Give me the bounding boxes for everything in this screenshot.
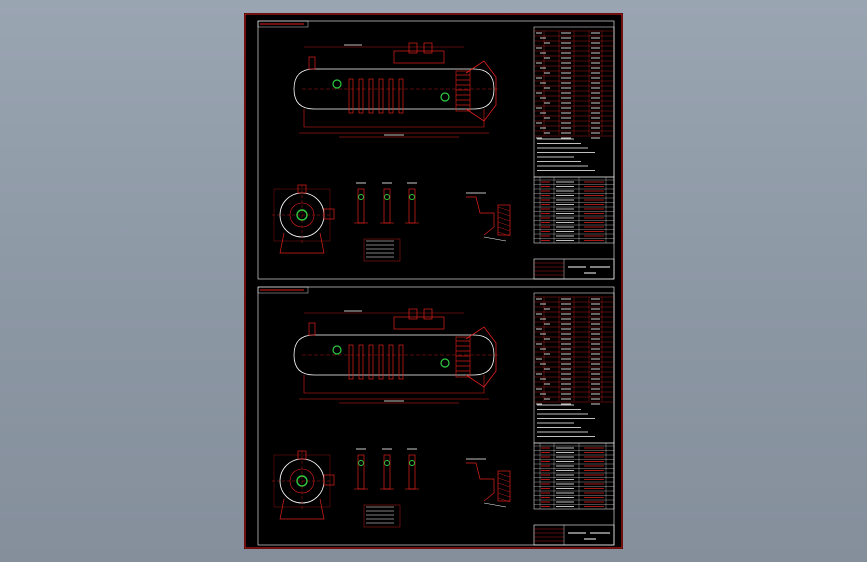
vessel-end-view <box>272 184 335 254</box>
top-nozzle <box>308 322 316 336</box>
weld-hatch <box>497 497 511 503</box>
weld-hatch <box>497 226 511 232</box>
right-head-flange <box>465 326 497 388</box>
weld-leader <box>483 236 507 242</box>
internal-tube <box>348 344 354 380</box>
vessel-shell <box>293 68 495 110</box>
detail-views <box>354 448 419 528</box>
dome <box>393 316 445 330</box>
detail-a-ring <box>358 194 364 200</box>
weld-detail <box>466 458 511 508</box>
weld-hatch <box>497 221 511 227</box>
title-strip <box>257 286 309 294</box>
internal-tube <box>388 344 394 380</box>
flange-body <box>455 336 471 378</box>
parts-list-box <box>363 504 401 528</box>
weld-hatch <box>497 206 511 212</box>
detail-b-ring <box>384 194 390 200</box>
title-strip <box>257 20 309 28</box>
vessel-elevation <box>293 42 500 138</box>
weld-hatch <box>497 477 511 483</box>
top-nozzle <box>423 308 433 320</box>
internal-tube <box>368 344 374 380</box>
end-view-side-nozzle <box>323 474 335 486</box>
detail-b-ring <box>384 460 390 466</box>
internal-tube <box>358 78 364 114</box>
detail-c-ring <box>409 460 415 466</box>
end-view-saddle <box>279 498 325 520</box>
drawing-sheet[interactable] <box>244 13 623 549</box>
vessel-end-view <box>272 450 335 520</box>
vessel-elevation <box>293 308 500 404</box>
end-view-side-nozzle <box>323 208 335 220</box>
weld-hatch <box>497 231 511 237</box>
manhole <box>440 358 450 368</box>
dome <box>393 50 445 64</box>
top-nozzle <box>423 42 433 54</box>
manhole <box>440 92 450 102</box>
vessel-shell <box>293 334 495 376</box>
internal-tube <box>348 78 354 114</box>
weld-hatch <box>497 482 511 488</box>
detail-views <box>354 182 419 262</box>
weld-hatch <box>497 472 511 478</box>
detail-c-ring <box>409 194 415 200</box>
sheet-lower[interactable] <box>257 286 615 546</box>
top-nozzle <box>408 42 418 54</box>
weld-hatch <box>497 211 511 217</box>
detail-a-ring <box>358 460 364 466</box>
internal-tube <box>398 344 404 380</box>
support-saddle <box>303 375 485 394</box>
top-nozzle <box>408 308 418 320</box>
manhole <box>332 345 342 355</box>
weld-detail <box>466 192 511 242</box>
title-block <box>533 258 615 280</box>
end-view-bounds <box>273 188 331 242</box>
weld-hatch <box>497 487 511 493</box>
manhole <box>332 79 342 89</box>
weld-profile <box>466 196 495 236</box>
nozzle-table <box>533 176 615 244</box>
nozzle-table <box>533 442 615 510</box>
internal-tube <box>358 344 364 380</box>
end-view-bounds <box>273 454 331 508</box>
parts-list-box <box>363 238 401 262</box>
sheet-upper[interactable] <box>257 20 615 280</box>
weld-hatch <box>497 216 511 222</box>
internal-tube <box>388 78 394 114</box>
flange-body <box>455 70 471 112</box>
end-view-saddle <box>279 232 325 254</box>
internal-tube <box>398 78 404 114</box>
internal-tube <box>378 344 384 380</box>
weld-plate <box>497 204 511 236</box>
cad-drawing-canvas[interactable] <box>244 13 623 549</box>
weld-profile <box>466 462 495 502</box>
weld-plate <box>497 470 511 502</box>
internal-tube <box>378 78 384 114</box>
support-saddle <box>303 109 485 128</box>
sheet-border <box>244 13 623 549</box>
right-head-flange <box>465 60 497 122</box>
weld-hatch <box>497 492 511 498</box>
weld-leader <box>483 502 507 508</box>
title-block <box>533 524 615 546</box>
internal-tube <box>368 78 374 114</box>
top-nozzle <box>308 56 316 70</box>
